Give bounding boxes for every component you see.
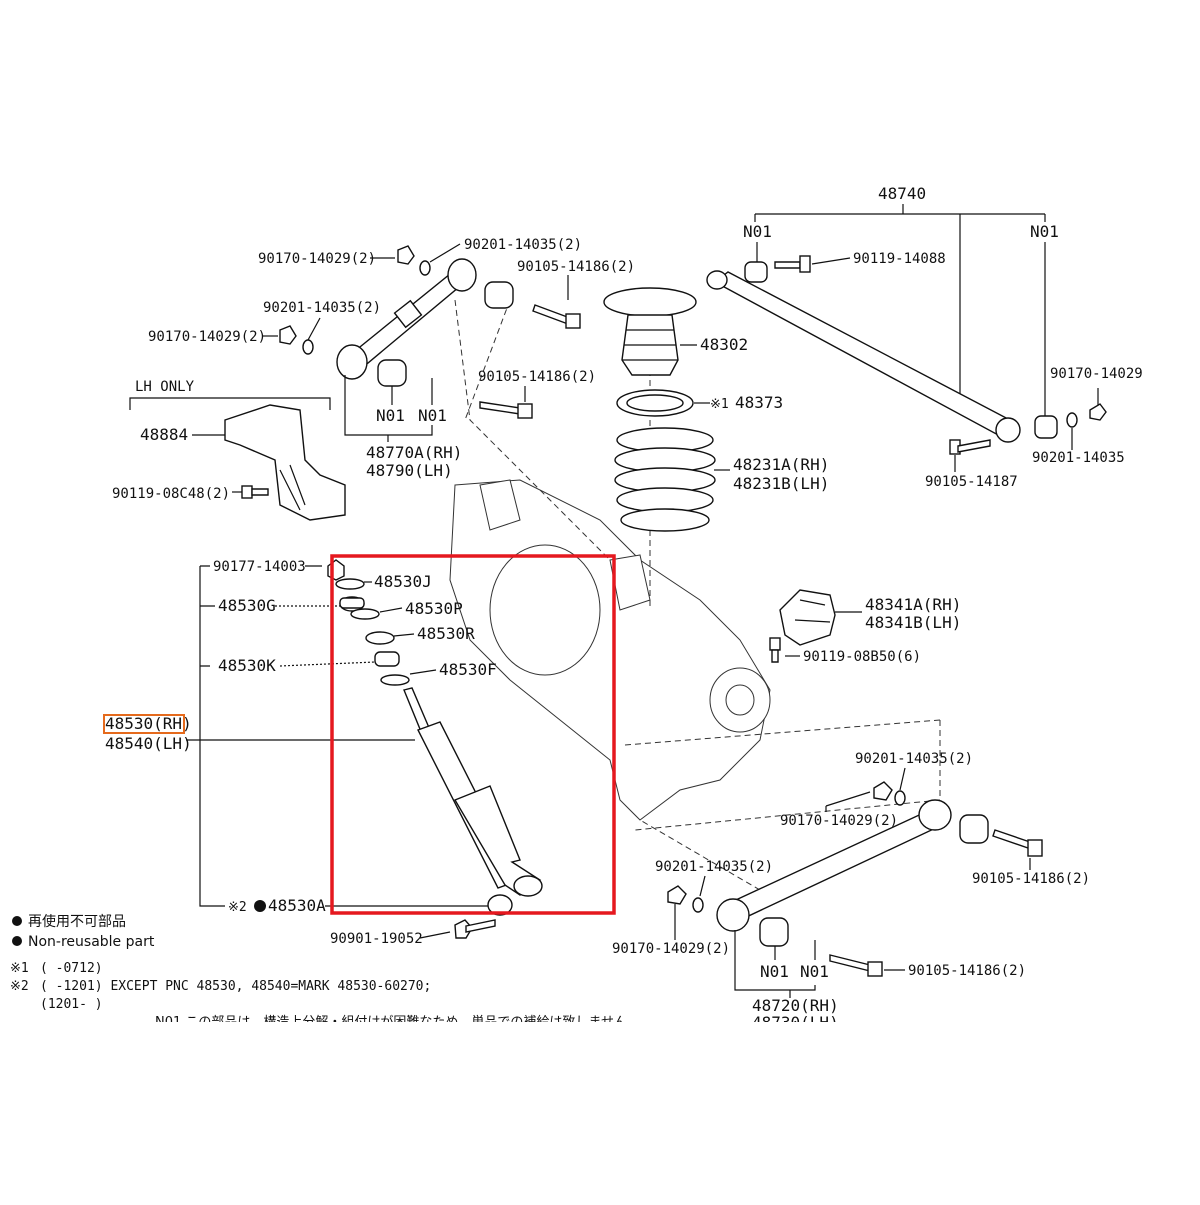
label-48540-lh: 48540(LH) <box>105 734 192 753</box>
highlight-48530-rh <box>103 714 185 734</box>
label-lw-90170-14029-2b: 90170-14029(2) <box>612 941 730 957</box>
lh-only-48884: LH ONLY 48884 90119-08C48(2) <box>112 379 346 521</box>
label-48884: 48884 <box>140 425 188 444</box>
label-lh-only: LH ONLY <box>135 379 195 395</box>
note2-mark: ※2 <box>10 979 29 994</box>
label-48740: 48740 <box>878 184 926 203</box>
lower-arm-48720: 90201-14035(2) 90170-14029(2) 90105-1418… <box>612 751 1090 1032</box>
label-48373: 48373 <box>735 393 783 412</box>
label-48530-rh: 48530(RH) <box>105 714 192 733</box>
label-90105-14187: 90105-14187 <box>925 474 1018 490</box>
label-90170-14029-right: 90170-14029 <box>1050 366 1143 382</box>
label-48720-rh: 48720(RH) <box>752 996 839 1015</box>
label-lw-n01-b: N01 <box>800 962 829 981</box>
label-48530r: 48530R <box>417 624 475 643</box>
label-48530f: 48530F <box>439 660 497 679</box>
axle-housing-ghost <box>449 479 771 821</box>
legend-dot-en <box>12 936 22 946</box>
label-90201-14035-2a: 90201-14035(2) <box>464 237 582 253</box>
non-reusable-dot <box>254 900 266 912</box>
label-n01-left: N01 <box>743 222 772 241</box>
label-90105-14186-2a: 90105-14186(2) <box>517 259 635 275</box>
label-mark-2: ※2 <box>228 900 247 915</box>
label-n01-a: N01 <box>376 406 405 425</box>
label-lw-90201-14035-2b: 90201-14035(2) <box>655 859 773 875</box>
lower-rod-48770a: 90201-14035(2) 90170-14029(2) 90105-1418… <box>148 237 635 480</box>
label-90119-14088: 90119-14088 <box>853 251 946 267</box>
label-48530j: 48530J <box>374 572 432 591</box>
label-lw-n01-a: N01 <box>760 962 789 981</box>
legend-non-reusable-en: Non-reusable part <box>28 934 155 950</box>
label-lw-90201-14035-2: 90201-14035(2) <box>855 751 973 767</box>
note3-text: (1201- ) <box>40 997 103 1012</box>
label-48530a: 48530A <box>268 896 326 915</box>
label-48373-mark: ※1 <box>710 397 729 412</box>
label-lw-90105-14186-2b: 90105-14186(2) <box>908 963 1026 979</box>
note2-text: ( -1201) EXCEPT PNC 48530, 48540=MARK 48… <box>40 979 431 994</box>
label-48530k: 48530K <box>218 656 276 675</box>
label-lw-90105-14186-2: 90105-14186(2) <box>972 871 1090 887</box>
label-90201-14035-right: 90201-14035 <box>1032 450 1125 466</box>
label-48530g: 48530G <box>218 596 276 615</box>
label-n01-right: N01 <box>1030 222 1059 241</box>
label-90170-14029-2a: 90170-14029(2) <box>258 251 376 267</box>
label-48530p: 48530P <box>405 599 463 618</box>
shock-absorber-group: 90177-14003 48530G 48530K 48530J 48530P … <box>103 559 543 947</box>
label-90901-19052: 90901-19052 <box>330 931 423 947</box>
label-48231a-rh: 48231A(RH) <box>733 455 829 474</box>
bottom-whitespace <box>0 1022 1200 1200</box>
label-48231b-lh: 48231B(LH) <box>733 474 829 493</box>
note1-text: ( -0712) <box>40 961 103 976</box>
note1-mark: ※1 <box>10 961 29 976</box>
label-48302: 48302 <box>700 335 748 354</box>
label-48341a-rh: 48341A(RH) <box>865 595 961 614</box>
label-90170-14029-2b: 90170-14029(2) <box>148 329 266 345</box>
coil-spring <box>614 427 716 532</box>
label-n01-b: N01 <box>418 406 447 425</box>
legend-dot-jp <box>12 916 22 926</box>
label-48770a-rh: 48770A(RH) <box>366 443 462 462</box>
spring-stack: 48302 ※1 48373 48231A(RH) 48231B(LH) <box>603 287 829 532</box>
label-90177-14003: 90177-14003 <box>213 559 306 575</box>
highlight-shock-box <box>330 554 616 915</box>
label-48341b-lh: 48341B(LH) <box>865 613 961 632</box>
label-90201-14035-2b: 90201-14035(2) <box>263 300 381 316</box>
label-90119-08b50: 90119-08B50(6) <box>803 649 921 665</box>
upper-arm-48740: 48740 N01 N01 90119-14088 90170-14029 90… <box>706 184 1143 490</box>
bracket-48341a: 48341A(RH) 48341B(LH) 90119-08B50(6) <box>769 589 961 665</box>
legend-non-reusable-jp: 再使用不可部品 <box>28 913 126 930</box>
label-48790-lh: 48790(LH) <box>366 461 453 480</box>
label-lw-90170-14029-2: 90170-14029(2) <box>780 813 898 829</box>
legend: 再使用不可部品 Non-reusable part ※1 ( -0712) ※2… <box>10 913 627 1030</box>
label-90105-14186-2b: 90105-14186(2) <box>478 369 596 385</box>
label-90119-08c48: 90119-08C48(2) <box>112 486 230 502</box>
